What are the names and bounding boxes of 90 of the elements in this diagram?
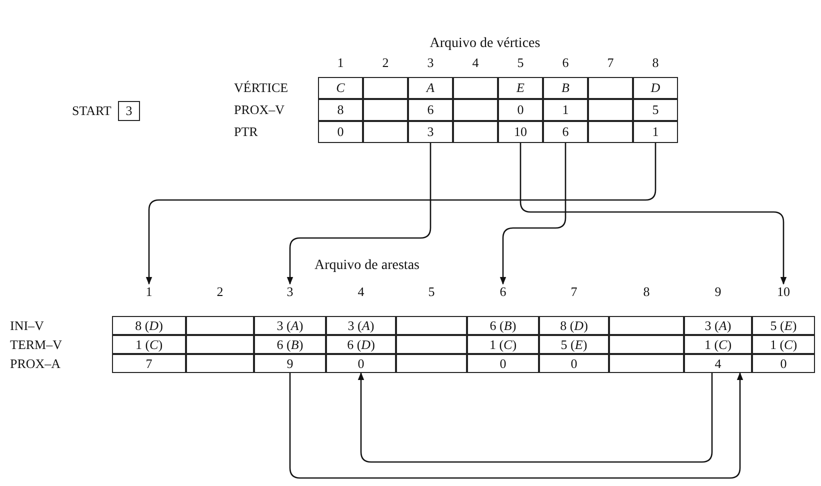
- pointer-arrow: [358, 372, 713, 463]
- table-cell: E: [498, 77, 543, 99]
- table-title: Arquivo de vértices: [430, 36, 540, 52]
- pointer-arrow: [500, 143, 566, 285]
- table-cell: B: [543, 77, 588, 99]
- empty-cell: [609, 316, 684, 335]
- empty-cell: [186, 354, 254, 373]
- table-cell: 9: [254, 354, 326, 373]
- empty-cell: [396, 316, 467, 335]
- pointer-arrow: [520, 143, 787, 285]
- table-cell: 0: [467, 354, 539, 373]
- table-cell: D: [633, 77, 678, 99]
- table-cell: 0: [318, 121, 363, 143]
- table-cell: 0: [539, 354, 609, 373]
- table-cell: 3 (A): [254, 316, 326, 335]
- empty-cell: [609, 354, 684, 373]
- column-index: 6: [500, 284, 506, 300]
- pointer-arrow: [289, 372, 744, 479]
- table-cell: 5 (E): [539, 335, 609, 354]
- table-cell: 1 (C): [752, 335, 815, 354]
- table-cell: 0: [752, 354, 815, 373]
- column-index: 3: [286, 284, 294, 300]
- table-cell: 5 (E): [752, 316, 815, 335]
- empty-cell: [588, 77, 633, 99]
- table-cell: 3 (A): [326, 316, 396, 335]
- pointer-arrow: [286, 143, 432, 285]
- column-index: 5: [428, 284, 435, 300]
- start-pointer-box: 3: [118, 101, 140, 121]
- column-index: 2: [216, 284, 224, 300]
- vertex-table: [318, 36, 678, 143]
- empty-cell: [453, 121, 498, 143]
- table-cell: 6 (B): [467, 316, 539, 335]
- table-title: Arquivo de arestas: [314, 258, 420, 274]
- empty-cell: [363, 99, 408, 121]
- column-index: 4: [472, 55, 479, 71]
- table-cell: 5: [633, 99, 678, 121]
- row-label: INI–V: [10, 318, 44, 334]
- empty-cell: [186, 335, 254, 354]
- column-index: 3: [427, 55, 434, 71]
- edge-table: [112, 258, 815, 373]
- empty-cell: [396, 354, 467, 373]
- empty-cell: [588, 121, 633, 143]
- empty-cell: [453, 99, 498, 121]
- table-cell: 6: [408, 99, 453, 121]
- table-cell: C: [318, 77, 363, 99]
- table-cell: 8 (D): [112, 316, 186, 335]
- table-cell: 1 (C): [112, 335, 186, 354]
- column-index: 7: [570, 284, 578, 300]
- row-label: PROX–A: [10, 356, 61, 372]
- column-index: 8: [652, 55, 659, 71]
- table-cell: 1: [543, 99, 588, 121]
- row-label: TERM–V: [10, 336, 62, 352]
- column-index: 4: [358, 284, 364, 300]
- table-cell: 1 (C): [467, 335, 539, 354]
- table-cell: 3 (A): [684, 316, 752, 335]
- row-label: PROX–V: [234, 102, 285, 118]
- table-cell: 8 (D): [539, 316, 609, 335]
- table-cell: 3: [408, 121, 453, 143]
- empty-cell: [363, 77, 408, 99]
- table-cell: 0: [498, 99, 543, 121]
- table-cell: 6 (B): [254, 335, 326, 354]
- empty-cell: [588, 99, 633, 121]
- column-index: 1: [146, 284, 152, 300]
- empty-cell: [396, 335, 467, 354]
- empty-cell: [363, 121, 408, 143]
- column-index: 5: [517, 55, 524, 71]
- table-cell: 6: [543, 121, 588, 143]
- column-index: 1: [337, 55, 344, 71]
- table-cell: 8: [318, 99, 363, 121]
- empty-cell: [186, 316, 254, 335]
- column-index: 2: [382, 55, 389, 71]
- column-index: 7: [607, 55, 614, 71]
- empty-cell: [453, 77, 498, 99]
- table-cell: 1 (C): [684, 335, 752, 354]
- table-cell: 1: [633, 121, 678, 143]
- row-label: PTR: [234, 124, 258, 140]
- column-index: 8: [643, 284, 650, 300]
- table-cell: 7: [112, 354, 186, 373]
- table-cell: A: [408, 77, 453, 99]
- pointer-arrow: [146, 143, 656, 285]
- row-label: VÉRTICE: [234, 80, 288, 96]
- column-index: 9: [714, 284, 722, 300]
- table-cell: 4: [684, 354, 752, 373]
- table-cell: 6 (D): [326, 335, 396, 354]
- empty-cell: [609, 335, 684, 354]
- table-cell: 0: [326, 354, 396, 373]
- start-label: START: [72, 103, 112, 119]
- table-cell: 10: [498, 121, 543, 143]
- column-index: 6: [562, 55, 569, 71]
- column-index: 10: [777, 284, 790, 300]
